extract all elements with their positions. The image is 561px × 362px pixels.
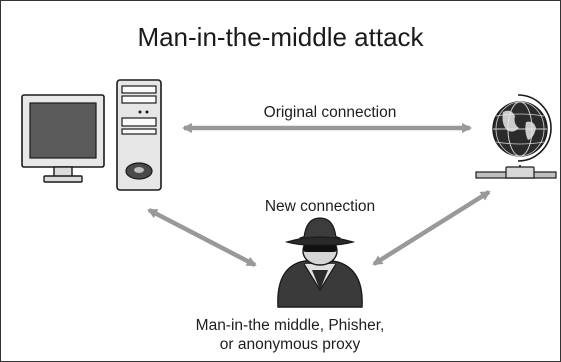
original-connection-label: Original connection (263, 104, 397, 121)
attacker-label: Man-in-the middle, Phisher, or anonymous… (170, 316, 410, 354)
globe-server-icon (475, 94, 557, 179)
left-new-connection-arrow (147, 208, 257, 267)
right-new-connection-arrow (372, 190, 491, 266)
new-connection-label: New connection (264, 198, 376, 215)
attacker-label-line2: or anonymous proxy (219, 336, 361, 353)
attacker-label-line1: Man-in-the middle, Phisher, (195, 317, 385, 334)
computer-icon (21, 79, 162, 191)
diagram-title: Man-in-the-middle attack (137, 22, 424, 52)
spy-attacker-icon (277, 217, 363, 308)
